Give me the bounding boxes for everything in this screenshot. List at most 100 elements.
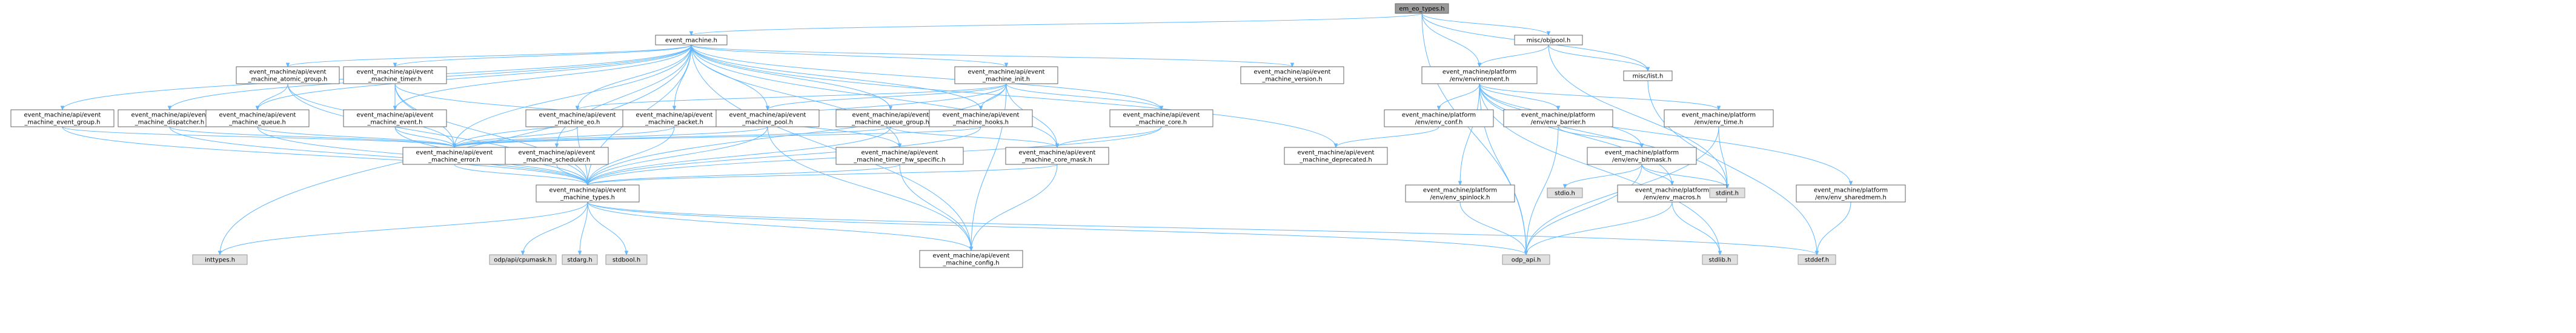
edge-pool-to-error [454, 126, 768, 147]
node-objpool[interactable]: misc/objpool.h [1514, 35, 1583, 45]
node-label: _machine_core_mask.h [1021, 157, 1092, 164]
node-queue[interactable]: event_machine/api/event_machine_queue.h [205, 109, 310, 127]
node-label: event_machine/platform [1635, 187, 1709, 194]
edge-event_machine-to-timer_hw [691, 44, 900, 147]
node-label: event_machine.h [665, 38, 717, 44]
node-stdlib[interactable]: stdlib.h [1702, 254, 1738, 265]
node-env-time[interactable]: event_machine/platform/env/env_time.h [1664, 109, 1774, 127]
node-box [1796, 184, 1906, 203]
edge-types-to-cpumask [523, 201, 588, 255]
node-label: event_machine/api/event [968, 69, 1045, 76]
node-env-macros[interactable]: event_machine/platform/env/env_macros.h [1617, 184, 1727, 203]
node-label: event_machine/api/event [416, 150, 493, 156]
node-box [1384, 109, 1494, 127]
edge-queue_group-to-types [588, 126, 891, 185]
node-timer-hw[interactable]: event_machine/api/event_machine_timer_hw… [835, 147, 964, 165]
edge-event_machine-to-timer [395, 44, 692, 67]
node-inttypes[interactable]: inttypes.h [192, 254, 248, 265]
node-box [1702, 254, 1738, 265]
node-label: event_machine/api/event [250, 69, 327, 76]
node-em-eo-types[interactable]: em_eo_types.h [1395, 3, 1449, 14]
edge-env_environment-to-env_barrier [1479, 83, 1558, 110]
node-cpumask[interactable]: odp/api/cpumask.h [489, 254, 557, 265]
edge-packet-to-types [588, 126, 675, 185]
node-label: inttypes.h [205, 257, 235, 264]
node-event-group[interactable]: event_machine/api/event_machine_event_gr… [10, 109, 115, 127]
node-config[interactable]: event_machine/api/event_machine_config.h [919, 250, 1023, 268]
node-dispatcher[interactable]: event_machine/api/event_machine_dispatch… [118, 109, 222, 127]
node-deprecated[interactable]: event_machine/api/event_machine_deprecat… [1284, 147, 1388, 165]
node-env-conf[interactable]: event_machine/platform/env/env_conf.h [1384, 109, 1494, 127]
edge-types-to-odp_api [587, 201, 1526, 255]
node-atomic-group[interactable]: event_machine/api/event_machine_atomic_g… [236, 66, 340, 84]
node-box [919, 250, 1023, 268]
edge-event_machine-to-eo [577, 44, 692, 110]
node-env-sharedmem[interactable]: event_machine/platform/env/env_sharedmem… [1796, 184, 1906, 203]
node-odp-api[interactable]: odp_api.h [1502, 254, 1550, 265]
edge-env_environment-to-env_time [1479, 83, 1719, 110]
node-label: stdarg.h [567, 257, 592, 264]
edge-init-to-hooks [981, 83, 1007, 110]
node-stdarg[interactable]: stdarg.h [562, 254, 598, 265]
node-core[interactable]: event_machine/api/event_machine_core.h [1109, 109, 1213, 127]
node-env-barrier[interactable]: event_machine/platform/env/env_barrier.h [1503, 109, 1613, 127]
edge-init-to-config [971, 83, 1007, 251]
node-label: _machine_queue_group.h [851, 119, 929, 126]
node-label: event_machine/api/event [1298, 150, 1375, 156]
node-core-mask[interactable]: event_machine/api/event_machine_core_mas… [1005, 147, 1109, 165]
node-packet[interactable]: event_machine/api/event_machine_packet.h [622, 109, 726, 127]
node-env-bitmask[interactable]: event_machine/platform/env/env_bitmask.h [1587, 147, 1697, 165]
edge-error-to-types [454, 164, 588, 185]
node-queue-group[interactable]: event_machine/api/event_machine_queue_gr… [835, 109, 946, 127]
node-box [536, 184, 640, 203]
node-label: misc/objpool.h [1527, 38, 1571, 44]
node-label: event_machine/api/event [357, 112, 434, 119]
node-env-spinlock[interactable]: event_machine/platform/env/env_spinlock.… [1405, 184, 1515, 203]
node-list[interactable]: misc/list.h [1623, 70, 1673, 81]
edge-init-to-core [1006, 83, 1161, 110]
node-box [505, 147, 609, 165]
node-box [236, 66, 340, 84]
edge-env_sharedmem-to-stddef [1817, 201, 1851, 255]
node-eo[interactable]: event_machine/api/event_machine_eo.h [525, 109, 629, 127]
edge-event_machine-to-deprecated [691, 44, 1336, 147]
edge-timer_hw-to-config [899, 164, 971, 251]
node-scheduler[interactable]: event_machine/api/event_machine_schedule… [505, 147, 609, 165]
node-env-environment[interactable]: event_machine/platform/env/environment.h [1421, 66, 1538, 84]
edge-core_mask-to-types [588, 164, 1058, 185]
node-error[interactable]: event_machine/api/event_machine_error.h [402, 147, 506, 165]
edge-env_macros-to-stdlib [1671, 201, 1720, 255]
node-types[interactable]: event_machine/api/event_machine_types.h [536, 184, 640, 203]
node-version[interactable]: event_machine/api/event_machine_version.… [1240, 66, 1344, 84]
edge-packet-to-error [454, 126, 675, 147]
node-init[interactable]: event_machine/api/event_machine_init.h [954, 66, 1058, 84]
node-timer[interactable]: event_machine/api/event_machine_timer.h [343, 66, 447, 84]
edge-queue_group-to-error [454, 126, 891, 147]
node-label: /env/env_macros.h [1644, 195, 1701, 201]
edge-core_mask-to-config [971, 164, 1058, 251]
edge-env_bitmask-to-stdio [1565, 164, 1642, 188]
node-stddef[interactable]: stddef.h [1798, 254, 1836, 265]
node-box [605, 254, 648, 265]
node-label: stdbool.h [612, 257, 640, 264]
node-stdio[interactable]: stdio.h [1547, 187, 1583, 198]
edge-atomic_group-to-queue [257, 83, 288, 110]
node-stdbool[interactable]: stdbool.h [605, 254, 648, 265]
node-hooks[interactable]: event_machine/api/event_machine_hooks.h [929, 109, 1033, 127]
edge-dispatcher-to-error [169, 126, 454, 147]
edge-em_eo_types-to-odp_api [1421, 13, 1526, 255]
node-label: misc/list.h [1633, 73, 1664, 80]
node-label: /env/env_spinlock.h [1430, 195, 1490, 201]
node-stdint[interactable]: stdint.h [1709, 187, 1745, 198]
node-label: _machine_version.h [1261, 76, 1322, 83]
node-label: stddef.h [1805, 257, 1829, 264]
node-event-machine[interactable]: event_machine.h [655, 35, 728, 45]
edge-em_eo_types-to-event_machine [691, 13, 1422, 35]
node-event[interactable]: event_machine/api/event_machine_event.h [343, 109, 447, 127]
node-box [1405, 184, 1515, 203]
node-pool[interactable]: event_machine/api/event_machine_pool.h [715, 109, 820, 127]
node-label: event_machine/api/event [729, 112, 806, 119]
edge-init-to-eo [577, 83, 1007, 110]
edge-env_environment-to-env_conf [1439, 83, 1480, 110]
edge-dispatcher-to-types [169, 126, 588, 185]
